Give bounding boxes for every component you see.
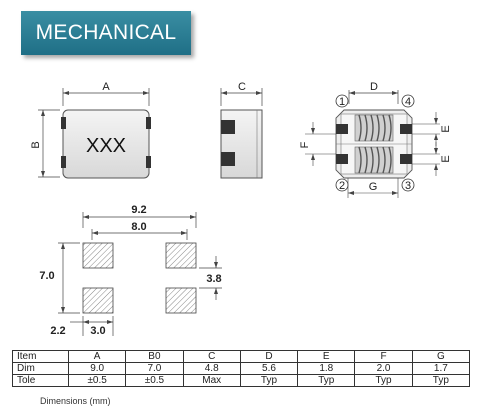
side-view: C: [220, 81, 263, 179]
table-cell: B0: [125, 350, 184, 363]
dim-pad-width: 3.0: [90, 325, 105, 337]
table-row: Tole ±0.5 ±0.5 Max Typ Typ Typ Typ: [12, 374, 471, 387]
table-cell: ±0.5: [67, 374, 127, 387]
table-cell: 5.6: [239, 362, 299, 375]
table-cell: Tole: [12, 374, 69, 387]
table-cell: D: [239, 350, 299, 363]
dim-pad-gap: 3.8: [206, 273, 221, 285]
table-cell: Typ: [354, 374, 413, 387]
table-cell: Typ: [239, 374, 299, 387]
part-marking: XXX: [86, 135, 126, 157]
spec-table: Item A B0 C D E F G Dim 9.0 7.0 4.8 5.6 …: [12, 350, 471, 387]
dim-pad-offset: 2.2: [50, 325, 65, 337]
table-row: Dim 9.0 7.0 4.8 5.6 1.8 2.0 1.7: [12, 362, 471, 375]
table-cell: 4.8: [182, 362, 241, 375]
dim-e-label-bottom: E: [440, 155, 452, 162]
dim-overall-width: 9.2: [131, 204, 146, 216]
pin-1-label: 1: [339, 96, 345, 108]
dim-inner-width: 8.0: [131, 221, 146, 233]
dimensions-caption: Dimensions (mm): [40, 396, 111, 406]
dim-d-label: D: [370, 81, 378, 93]
land-pattern: 9.2 8.0 7.0 3.8 3.0: [39, 204, 222, 337]
dim-f-label: F: [299, 141, 311, 148]
table-cell: E: [297, 350, 356, 363]
table-cell: ±0.5: [125, 374, 184, 387]
dim-e-label-top: E: [440, 125, 452, 132]
dim-a-label: A: [102, 81, 110, 93]
table-cell: Typ: [297, 374, 356, 387]
table-cell: A: [67, 350, 127, 363]
dim-c-label: C: [238, 81, 246, 93]
table-cell: Max: [182, 374, 241, 387]
top-view: A B XXX: [30, 81, 151, 179]
table-cell: 1.8: [297, 362, 356, 375]
dim-height: 7.0: [39, 270, 54, 282]
dim-g-label: G: [369, 181, 378, 193]
table-cell: Dim: [12, 362, 69, 375]
pin-3-label: 3: [405, 180, 411, 192]
pin-2-label: 2: [339, 180, 345, 192]
table-cell: 9.0: [67, 362, 127, 375]
table-cell: 1.7: [411, 362, 471, 375]
pin-4-label: 4: [405, 96, 411, 108]
table-cell: 2.0: [354, 362, 413, 375]
pin-view: D 1 4 2 3: [299, 81, 452, 198]
table-cell: Item: [12, 350, 69, 363]
table-row: Item A B0 C D E F G: [12, 350, 471, 363]
dim-b-label: B: [30, 141, 42, 148]
table-cell: 7.0: [125, 362, 184, 375]
mechanical-drawing: A B XXX C D: [30, 81, 452, 337]
table-cell: F: [354, 350, 413, 363]
section-title: MECHANICAL: [21, 11, 191, 55]
table-cell: G: [411, 350, 471, 363]
table-cell: C: [182, 350, 241, 363]
table-cell: Typ: [411, 374, 471, 387]
